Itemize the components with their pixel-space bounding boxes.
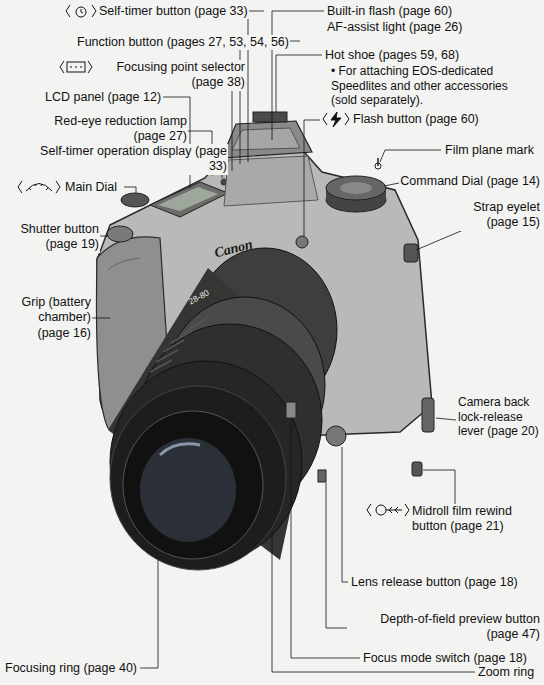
part-label: Function button (pages 27, 53, 54, 56) [76,35,290,50]
part-label: Self-timer button (page 33) [98,4,249,19]
part-label: Main Dial [64,180,118,195]
part-label: • For attaching EOS-dedicated Speedlites… [330,64,536,108]
built-in-flash [222,121,312,158]
lcd-panel [150,182,228,217]
part-label: Camera back lock-release lever (page 20) [457,395,541,439]
part-label: Flash button (page 60) [352,112,480,127]
part-label: LCD panel (page 12) [44,90,162,105]
part-label: Midroll film rewind button (page 21) [411,504,541,535]
part-label: Focusing ring (page 40) [4,661,138,676]
main-dial [121,193,149,207]
flash-button [296,236,308,248]
lens-release-button [326,426,346,446]
part-label: Film plane mark [444,143,535,158]
part-label: Built-in flash (page 60) [326,4,453,19]
part-label: Command Dial (page 14) [399,174,541,189]
command-dial [326,176,386,200]
part-label: Zoom ring [477,665,535,680]
shutter-button [107,226,133,242]
part-label: Focus mode switch (page 18) [362,651,528,666]
part-label: Lens release button (page 18) [350,575,519,590]
part-label: Focusing point selector (page 38) [94,60,246,91]
hot-shoe [253,112,287,122]
part-label: Grip (battery chamber) (page 16) [4,295,92,341]
part-label: Red-eye reduction lamp (page 27) [40,114,188,145]
part-label: AF-assist light (page 26) [326,20,463,35]
part-label: Strap eyelet (page 15) [444,200,541,231]
part-label: Depth-of-field preview button (page 47) [347,612,541,643]
part-label: Hot shoe (pages 59, 68) [324,48,460,63]
part-label: Self-timer operation display (page 33) [38,144,228,175]
leader-lines [90,11,475,672]
part-label: Shutter button (page 19) [4,222,100,253]
